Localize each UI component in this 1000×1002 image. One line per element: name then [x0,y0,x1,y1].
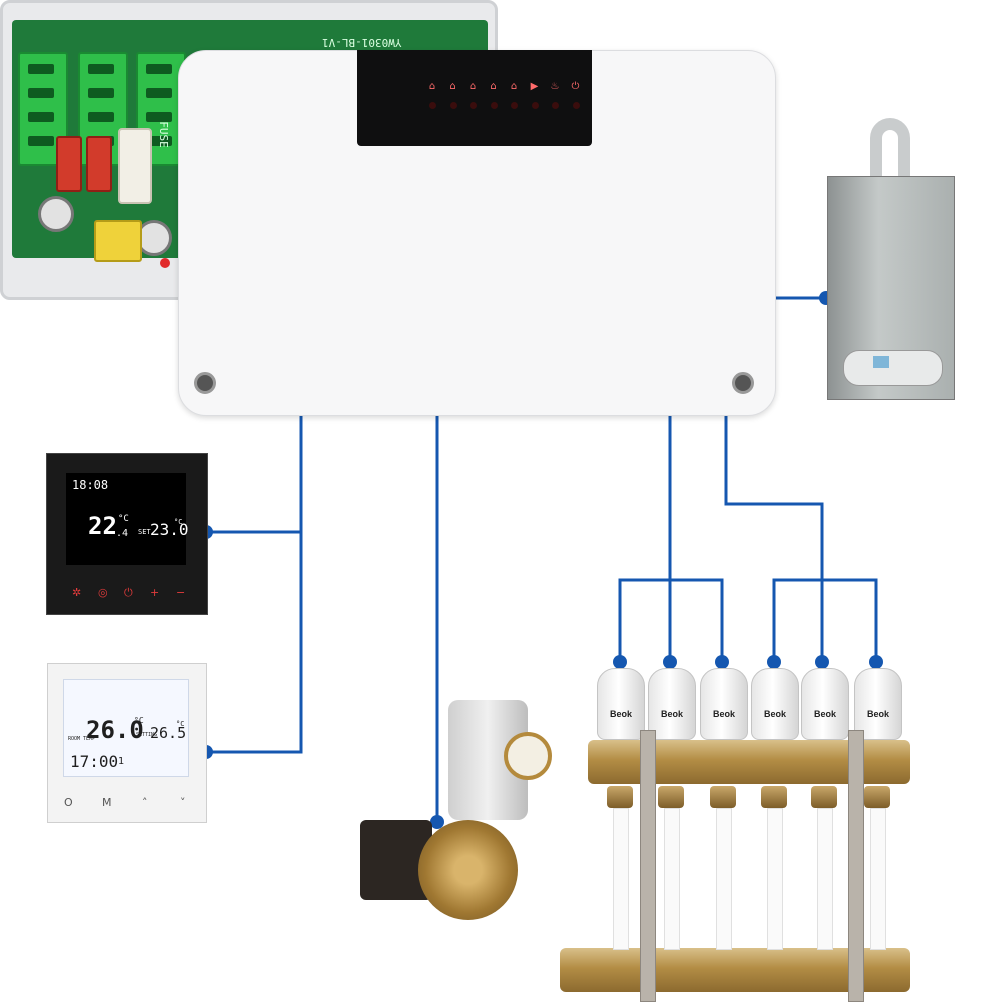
tb-unit: °C [118,514,129,524]
pex-tube [817,808,833,950]
fuse-holder [118,128,152,204]
wire-node-act-2 [663,655,677,669]
home-icon: ⌂ [428,81,436,92]
tw-day: 1 [118,756,125,767]
wire-node-act-5 [815,655,829,669]
relay [86,136,112,192]
home-icon: ⌂ [490,81,497,92]
terminal-block [136,52,186,166]
tw-unit: °C [134,716,144,725]
pex-tube [767,808,783,950]
mounting-bracket [640,730,656,1002]
actuator-label: Beok [866,709,889,719]
thermal-actuator: Beok [700,668,748,740]
temperature-gauge [504,732,552,780]
outlet-fitting [811,786,837,808]
tb-clock: 18:08 [72,478,109,492]
wire-node-act-4 [767,655,781,669]
tw-room-temp: 26.0 [86,716,144,744]
home-icon: ⌂ [449,81,456,92]
actuator-label: Beok [763,709,786,719]
zone-led [429,102,436,109]
screw [732,372,754,394]
zone-led [531,102,539,109]
tb-room-temp-decimal: .4 [116,528,129,539]
tb-fan-icon[interactable]: ✲ [72,586,82,599]
thermostat-black-screen [66,473,186,565]
boiler-flue-pipe [870,118,910,178]
pex-tube [613,808,629,950]
zone-led [470,102,477,109]
thermal-actuator: Beok [648,668,696,740]
pex-tube [716,808,732,950]
wire-node-pump [430,815,444,829]
tb-plus-icon[interactable]: + [150,586,160,599]
screw [194,372,216,394]
outlet-fitting [864,786,890,808]
wire-node-act-1 [613,655,627,669]
tw-set-unit: °C [176,720,185,728]
boiler-display [873,356,889,368]
thermal-actuator: Beok [801,668,849,740]
tw-power-button[interactable]: O [64,796,73,809]
power-icon: ⏻ [571,81,580,92]
controller-led-panel: ⌂ ⌂ ⌂ ⌂ ⌂ ▶ ♨ ⏻ [357,50,592,146]
flame-icon: ♨ [550,81,560,92]
thermal-actuator: Beok [854,668,902,740]
tw-up-button[interactable]: ˄ [142,796,148,809]
tb-mode-icon[interactable]: ◎ [98,586,108,599]
actuator-label: Beok [813,709,836,719]
actuator-label: Beok [609,709,632,719]
wire-group [206,296,878,822]
actuator-label: Beok [660,709,683,719]
tw-set-temp: 26.5 [150,724,187,742]
tw-room-label: ROOM TEMP [68,736,96,742]
circulation-pump [418,820,518,920]
pex-tube [870,808,886,950]
tb-set-temp: 23.0 [150,520,189,539]
wire-actuators-right-bus [772,578,878,662]
zone-led [572,102,580,109]
tw-down-button[interactable]: ˅ [180,796,186,809]
thermal-actuator: Beok [597,668,645,740]
play-icon: ▶ [530,81,539,92]
pex-tube [664,808,680,950]
thermal-actuator: Beok [751,668,799,740]
tw-mode-button[interactable]: M [102,796,112,809]
capacitor [38,196,74,232]
mounting-bracket [848,730,864,1002]
wire-actuators-right [724,414,824,662]
tb-set-unit: °C [174,518,183,526]
zone-led [511,102,518,109]
wire-thermostats [206,414,303,754]
actuator-label: Beok [712,709,735,719]
outlet-fitting [710,786,736,808]
tb-minus-icon[interactable]: − [176,586,186,599]
home-icon: ⌂ [469,81,477,92]
outlet-fitting [607,786,633,808]
home-icon: ⌂ [510,81,518,92]
relay [56,136,82,192]
pcb-led [160,258,170,268]
wire-actuators-left-bus [618,578,724,662]
transformer [94,220,142,262]
outlet-fitting [658,786,684,808]
outlet-fitting [761,786,787,808]
thermostat-white-screen [63,679,189,777]
zone-led [552,102,559,109]
zone-led [490,102,498,109]
wire-node-act-6 [869,655,883,669]
zone-led [449,102,457,109]
boiler-control-panel [843,350,943,386]
tb-set-label: SET [138,528,151,536]
tb-power-icon[interactable]: ⏻ [124,586,133,599]
wire-node-act-3 [715,655,729,669]
tb-room-temp: 22 [88,512,117,540]
tw-clock: 17:00 [70,752,119,771]
tw-set-label: SETTING [136,732,158,738]
